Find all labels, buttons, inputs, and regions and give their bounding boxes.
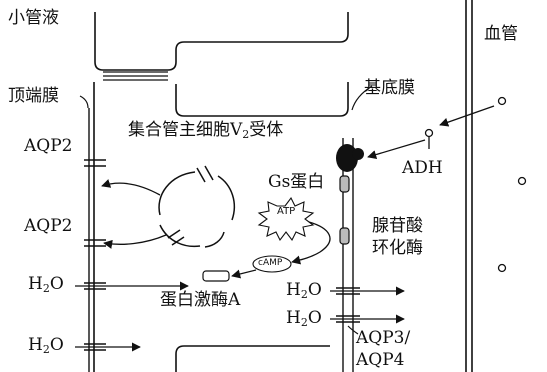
aqp3-channel-lower xyxy=(336,315,360,323)
h2o-apical-upper-base: H xyxy=(28,274,43,294)
adh-binding-arrow xyxy=(439,105,495,127)
aqp3-aqp4-label-line1: AQP3/ xyxy=(356,328,411,348)
atp-label: ATP xyxy=(277,206,296,217)
aqp2-channel-mid xyxy=(84,239,106,247)
cell-bottom-boundary xyxy=(175,345,330,372)
adh-molecule-free-1 xyxy=(497,96,507,106)
h2o-apical-upper-label: H2O xyxy=(28,274,64,295)
blood-vessel-label: 血管 xyxy=(484,24,518,44)
h2o-basal-upper-label: H2O xyxy=(286,280,322,301)
h2o-apical-lower-label: H2O xyxy=(28,335,64,356)
lumen-wall-left xyxy=(94,12,349,71)
h2o-basal-lower-base: H xyxy=(286,308,301,328)
camp-to-pka-arrow xyxy=(231,269,257,279)
apical-label-leader xyxy=(79,95,89,109)
h2o-basal-lower-sub: 2 xyxy=(300,316,308,329)
aqp2-label-mid: AQP2 xyxy=(24,216,73,236)
v2-receptor xyxy=(336,144,364,172)
tubular-fluid-label: 小管液 xyxy=(8,8,59,28)
basal-membrane-label: 基底膜 xyxy=(364,78,415,98)
v2-receptor-label-prefix: 集合管主细胞V xyxy=(128,120,243,140)
adenylate-cyclase xyxy=(339,227,350,245)
vesicle-to-membrane-arrow-mid xyxy=(103,234,167,249)
protein-kinase-a-label: 蛋白激酶A xyxy=(160,290,241,310)
v2-receptor-label-suffix: 受体 xyxy=(249,120,284,140)
h2o-basal-upper-sub: 2 xyxy=(300,288,308,301)
h2o-apical-lower-tail: O xyxy=(49,335,64,355)
atp-to-camp-arrow xyxy=(291,221,331,265)
atp-starburst xyxy=(257,196,315,242)
h2o-basal-upper-base: H xyxy=(286,280,301,300)
pka-box xyxy=(202,270,230,282)
camp-ellipse xyxy=(252,255,292,273)
h2o-basal-lower-tail: O xyxy=(307,308,322,328)
h2o-apical-lower-sub: 2 xyxy=(42,343,50,356)
h2o-apical-upper-sub: 2 xyxy=(42,282,50,295)
tight-junction xyxy=(103,71,168,81)
adenylate-cyclase-label-line2: 环化酶 xyxy=(372,238,423,258)
aqp3-channel-upper xyxy=(336,287,360,295)
aqp2-channel-top xyxy=(84,159,106,167)
aqp3-aqp4-label-line2: AQP4 xyxy=(356,350,405,370)
v2-receptor-label-sub: 2 xyxy=(242,128,250,141)
h2o-basal-lower-label: H2O xyxy=(286,308,322,329)
camp-label: cAMP xyxy=(258,258,283,268)
adh-molecule-free-2 xyxy=(517,176,527,186)
h2o-apical-upper-tail: O xyxy=(49,274,64,294)
h2o-basal-upper-tail: O xyxy=(307,280,322,300)
gs-protein xyxy=(339,175,350,193)
aqp2-channel-h2o-upper xyxy=(84,282,106,290)
gs-protein-label: Gs蛋白 xyxy=(268,172,325,192)
adh-molecule xyxy=(424,128,434,149)
aqp2-label-top: AQP2 xyxy=(24,136,73,156)
v2-receptor-label: 集合管主细胞V2受体 xyxy=(128,120,284,141)
adh-to-receptor-arrow xyxy=(367,139,426,160)
vesicle-to-membrane-arrow-top xyxy=(101,179,161,196)
basal-label-leader xyxy=(351,85,373,111)
adh-label: ADH xyxy=(402,158,443,178)
aqp2-vesicle-cycle xyxy=(158,165,236,248)
apical-membrane-label: 顶端膜 xyxy=(8,86,59,106)
adh-molecule-free-3 xyxy=(497,263,507,273)
h2o-apical-lower-base: H xyxy=(28,335,43,355)
aqp2-channel-h2o-lower xyxy=(84,343,106,351)
aqp34-label-leader xyxy=(347,325,359,335)
cell-top-membrane xyxy=(93,82,349,372)
adenylate-cyclase-label-line1: 腺苷酸 xyxy=(372,216,423,236)
